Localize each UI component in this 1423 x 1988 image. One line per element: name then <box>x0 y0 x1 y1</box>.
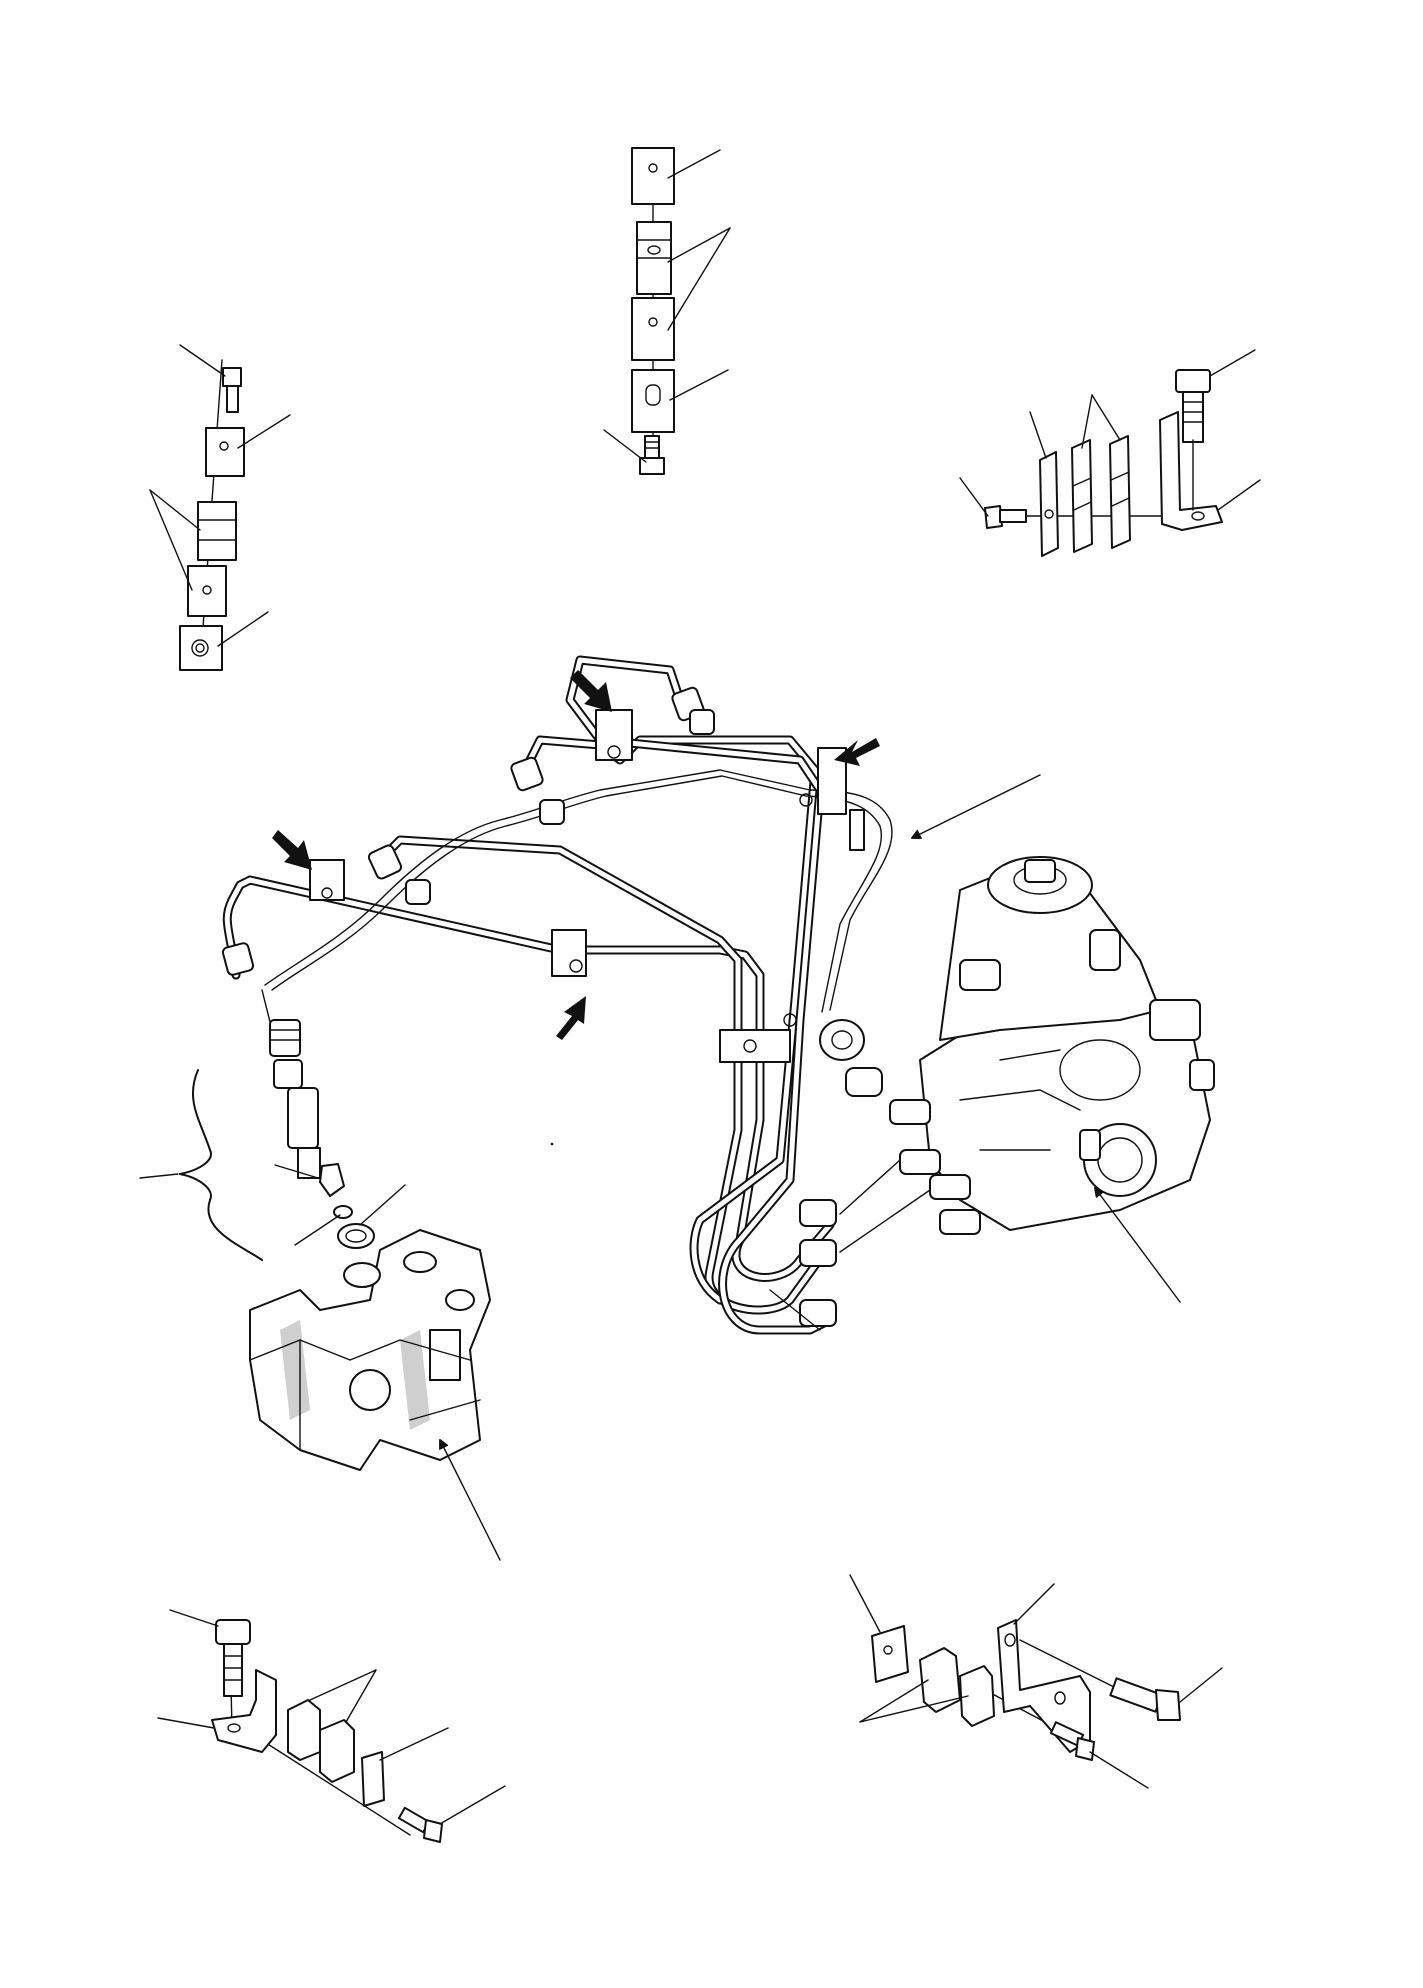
leader-return-line <box>912 774 1041 838</box>
leader-injection-pump <box>1095 1188 1181 1303</box>
clamp-rubber-bottom-left <box>287 1699 355 1783</box>
bracket-plate-a <box>1039 451 1059 557</box>
angle-bracket-bottom-right <box>997 1619 1091 1753</box>
bracket-plate-b <box>1071 439 1093 553</box>
banjo-fitting <box>819 1019 883 1097</box>
bracket-bolt-large-bottom-right <box>1109 1677 1181 1721</box>
angle-bracket-bottom-left <box>211 1669 277 1753</box>
pipe-clamp-e <box>719 1013 797 1063</box>
bracket-detail-bottom-left <box>157 1609 506 1843</box>
clamp-stack-detail-left <box>149 344 291 671</box>
bracket-detail-bottom-right <box>849 1574 1223 1789</box>
assembly-arrow-1 <box>570 670 612 712</box>
pipe-nut-7 <box>689 709 715 735</box>
injection-nozzle <box>261 989 375 1249</box>
assembly-arrow-3 <box>272 830 312 870</box>
cylinder-head <box>249 1229 491 1471</box>
pipe-clamp-a <box>309 859 345 901</box>
stray-dot <box>550 1142 554 1146</box>
nozzle-group-brace <box>179 1069 263 1261</box>
rubber-clamp-halves <box>631 221 675 361</box>
assembly-arrow-4 <box>556 996 586 1040</box>
angle-bracket-right <box>1159 411 1223 531</box>
bracket-bolt-bottom-left <box>215 1619 251 1697</box>
bracket-bolt-small <box>984 505 1027 529</box>
pipe-nut-5 <box>405 879 431 905</box>
clamp-bolt-left <box>222 367 242 413</box>
clamp-plate-top <box>631 147 675 205</box>
pipe-nut-6 <box>539 799 565 825</box>
rubber-clamp-left <box>187 501 237 617</box>
assembly-arrow-2 <box>834 738 880 766</box>
bracket-detail-top-right <box>959 349 1261 557</box>
clamp-stack-detail-top <box>603 147 731 475</box>
clamp-bolt-top <box>639 435 665 475</box>
fuel-injection-pump <box>799 856 1215 1327</box>
pipe-nut-3 <box>510 756 544 792</box>
pipe-nut-1 <box>221 942 255 976</box>
bracket-plate-c <box>1109 435 1131 549</box>
bracket-bolt-small-bottom-right <box>1049 1721 1095 1761</box>
clamp-nut-plate-left <box>179 625 223 671</box>
bracket-bolt-vertical <box>1175 369 1211 443</box>
pipe-clamp-b <box>595 709 633 761</box>
clamp-plate-left <box>205 427 245 477</box>
pipe-nut-2 <box>367 844 403 880</box>
clamp-plate-bottom-left <box>361 1751 385 1807</box>
leader-pipe-bundle <box>769 1289 821 1331</box>
pipe-clamp-d <box>799 747 865 851</box>
injection-pipe-assembly <box>221 655 893 1335</box>
clamp-plate-bottom-right <box>871 1625 909 1683</box>
leader-cylinder-head <box>440 1440 501 1561</box>
pipe-clamp-c <box>551 929 587 977</box>
clamp-bolt-bottom-left <box>397 1806 443 1843</box>
clamp-base-plate <box>631 369 675 433</box>
clamp-rubber-bottom-right <box>919 1647 995 1727</box>
